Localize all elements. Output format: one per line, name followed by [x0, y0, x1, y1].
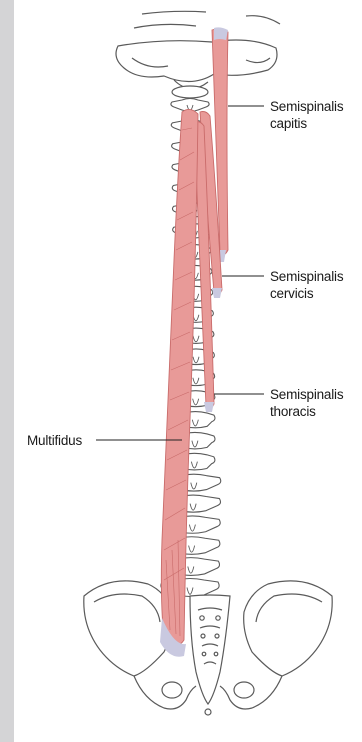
label-semispinalis-cervicis: Semispinalis cervicis: [270, 268, 343, 302]
label-line-2: thoracis: [270, 403, 343, 420]
pelvis: [84, 581, 332, 715]
label-line-2: cervicis: [270, 285, 343, 302]
label-semispinalis-thoracis: Semispinalis thoracis: [270, 386, 343, 420]
label-semispinalis-capitis: Semispinalis capitis: [270, 98, 343, 132]
label-line-2: capitis: [270, 115, 343, 132]
skull-base: [116, 11, 280, 98]
spine-muscle-diagram: Semispinalis capitis Semispinalis cervic…: [14, 0, 362, 742]
label-line-1: Semispinalis: [270, 386, 343, 403]
left-gray-band: [0, 0, 14, 742]
label-line-1: Semispinalis: [270, 268, 343, 285]
label-line-1: Multifidus: [27, 432, 82, 449]
label-line-1: Semispinalis: [270, 98, 343, 115]
label-multifidus: Multifidus: [27, 432, 82, 449]
